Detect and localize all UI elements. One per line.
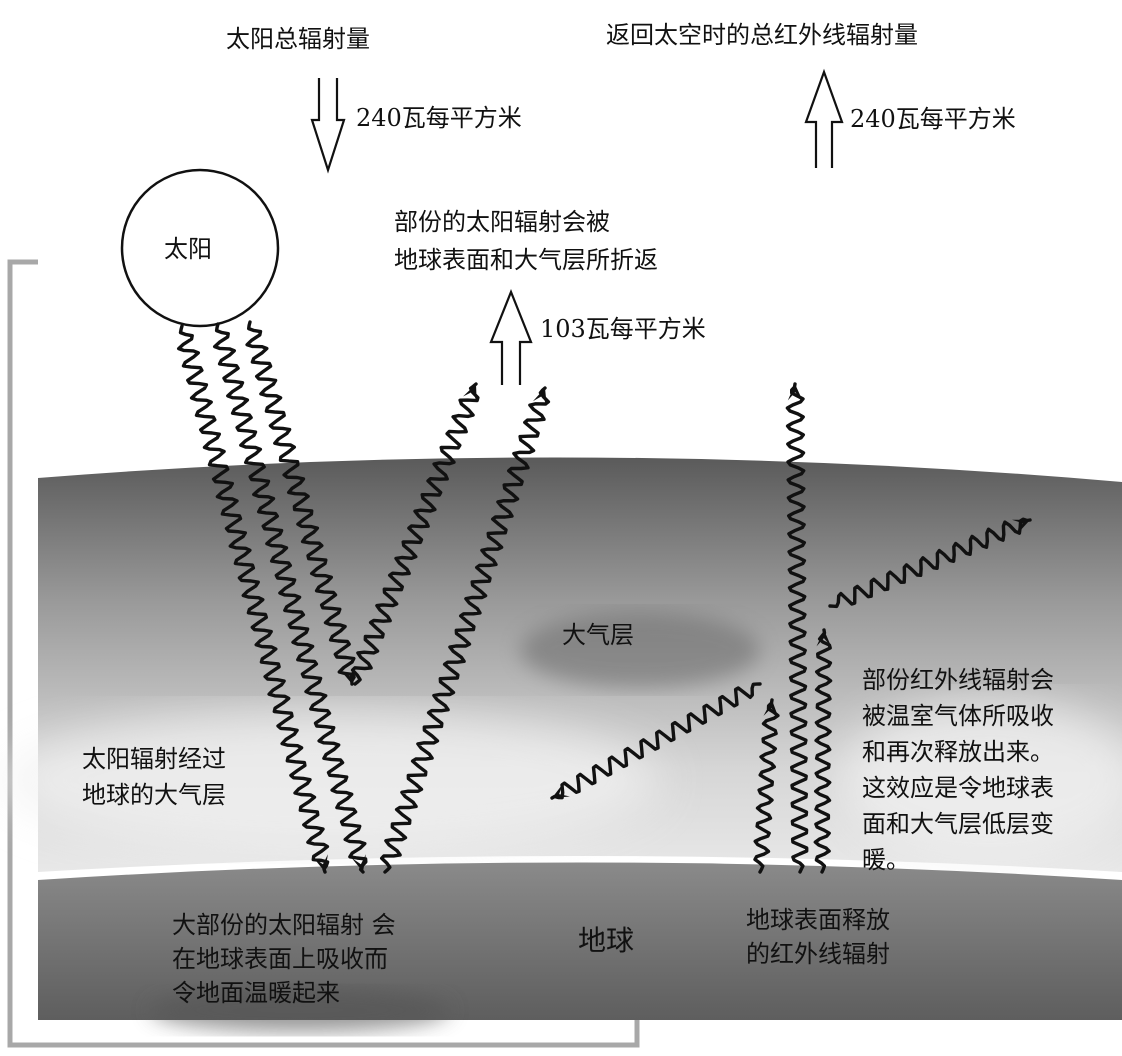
solar-total-label: 太阳总辐射量 [226, 25, 370, 53]
solar-ray-1 [177, 324, 330, 874]
incoming-solar-arrow [310, 78, 346, 174]
solar-ray-3-arrowhead [340, 666, 355, 684]
solar-ray-3 [245, 320, 356, 686]
ir-flux-label: 240瓦每平方米 [850, 105, 1016, 133]
radiation-waves [177, 320, 1032, 874]
solar-ray-2-arrowhead [351, 854, 366, 872]
earth-shadow [150, 988, 450, 1032]
reflected-ray-2 [380, 386, 551, 874]
greenhouse-note: 部份红外线辐射会 被温室气体所吸收 和再次释放出来。 这效应是令地球表 面和大气… [862, 666, 1054, 874]
ir-ray-3 [813, 628, 833, 874]
outgoing-ir-arrow [804, 68, 844, 168]
solar-flux-label: 240瓦每平方米 [356, 104, 522, 132]
solar-ray-2 [213, 322, 368, 874]
absorbed-note: 大部份的太阳辐射 会 在地球表面上吸收而 令地面温暖起来 [172, 911, 396, 1007]
atmosphere-haze [0, 710, 660, 850]
reflected-note: 部份的太阳辐射会被 地球表面和大气层所折返 [394, 208, 658, 274]
atmosphere-haze [840, 700, 1122, 860]
reflected-ray-1 [350, 382, 480, 686]
reflected-arrow [489, 289, 533, 385]
sun-label: 太阳 [164, 235, 212, 263]
reflected-flux-label: 103瓦每平方米 [540, 315, 706, 343]
ir-reemit-down-arrowhead [552, 783, 570, 798]
ir-ray-3-arrowhead [816, 630, 832, 647]
earth-label: 地球 [578, 924, 635, 957]
passes-atmosphere-note: 太阳辐射经过 地球的大气层 [82, 745, 226, 809]
ir-total-label: 返回太空时的总红外线辐射量 [606, 21, 918, 49]
ir-ray-1-arrowhead [763, 700, 779, 717]
ir-reemit-up-arrowhead [1012, 519, 1030, 534]
atmosphere-label: 大气层 [562, 621, 634, 649]
reflected-ray-1-arrowhead [463, 384, 477, 402]
ir-ray-2-arrowhead [787, 384, 803, 401]
ir-reemit-up [828, 517, 1032, 609]
surface-ir-note: 地球表面释放 的红外线辐射 [746, 906, 890, 968]
solar-ray-1-arrowhead [313, 854, 328, 872]
ir-ray-1 [753, 698, 780, 874]
atmosphere-haze [520, 612, 760, 688]
earth-surface [38, 862, 1122, 1020]
ir-ray-2 [785, 382, 809, 874]
reflected-ray-2-arrowhead [532, 388, 547, 406]
diagram-frame [7, 259, 640, 1048]
ir-reemit-down [550, 682, 762, 800]
sun-circle [120, 168, 280, 328]
